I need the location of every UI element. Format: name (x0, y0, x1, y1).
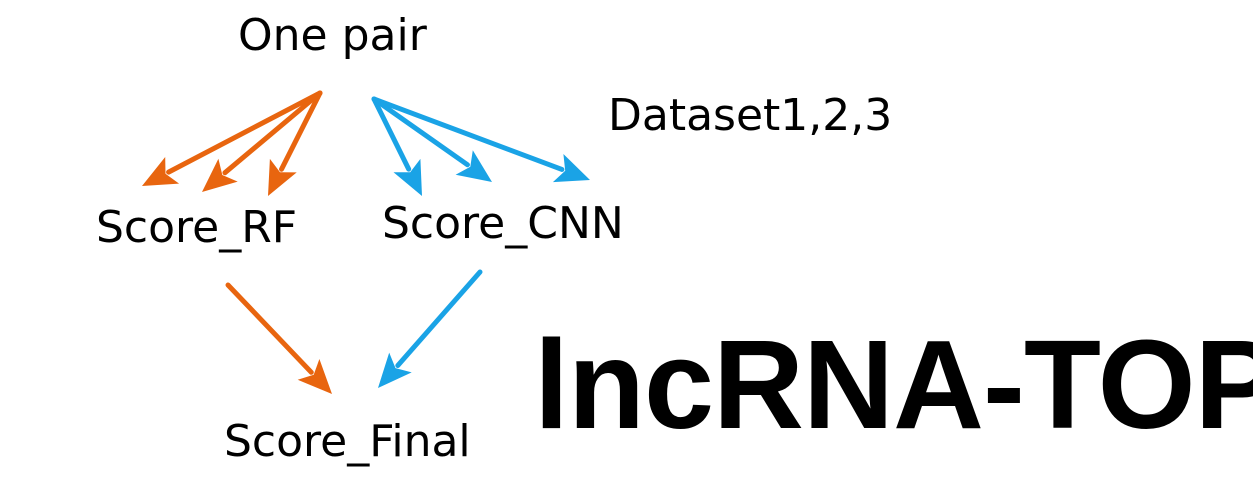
arrow-shaft (371, 96, 565, 172)
arrow-score-cnn-to-score-final (378, 269, 483, 388)
tool-name-title: lncRNA-TOP (534, 314, 1253, 455)
arrow-head (142, 157, 180, 186)
node-score-rf: Score_RF (96, 202, 298, 253)
arrow-one-pair-to-score-rf-2 (202, 90, 323, 192)
arrow-head (455, 150, 492, 182)
arrow-one-pair-to-score-rf-3 (268, 90, 323, 196)
arrow-head (297, 359, 332, 394)
node-one-pair: One pair (238, 10, 427, 61)
arrow-score-rf-to-score-final (225, 282, 332, 394)
arrow-head (552, 154, 590, 183)
node-score-final: Score_Final (224, 416, 471, 467)
node-score-cnn: Score_CNN (382, 198, 624, 249)
arrow-shaft (166, 90, 323, 175)
arrow-shaft (395, 269, 483, 368)
arrow-one-pair-to-score-cnn-2 (371, 96, 492, 182)
arrow-one-pair-to-score-rf-1 (142, 90, 323, 186)
arrow-head (378, 352, 412, 388)
arrow-shaft (371, 96, 470, 168)
arrow-shaft (279, 90, 323, 172)
arrow-head (393, 158, 422, 196)
arrow-shaft (225, 282, 314, 375)
arrow-shaft (371, 96, 412, 172)
arrow-shaft (222, 90, 323, 176)
arrow-one-pair-to-score-cnn-1 (371, 96, 422, 196)
arrow-one-pair-to-score-cnn-3 (371, 96, 590, 183)
arrow-head (268, 158, 297, 196)
node-datasets-label: Dataset1,2,3 (608, 90, 893, 141)
arrow-head (202, 158, 238, 192)
